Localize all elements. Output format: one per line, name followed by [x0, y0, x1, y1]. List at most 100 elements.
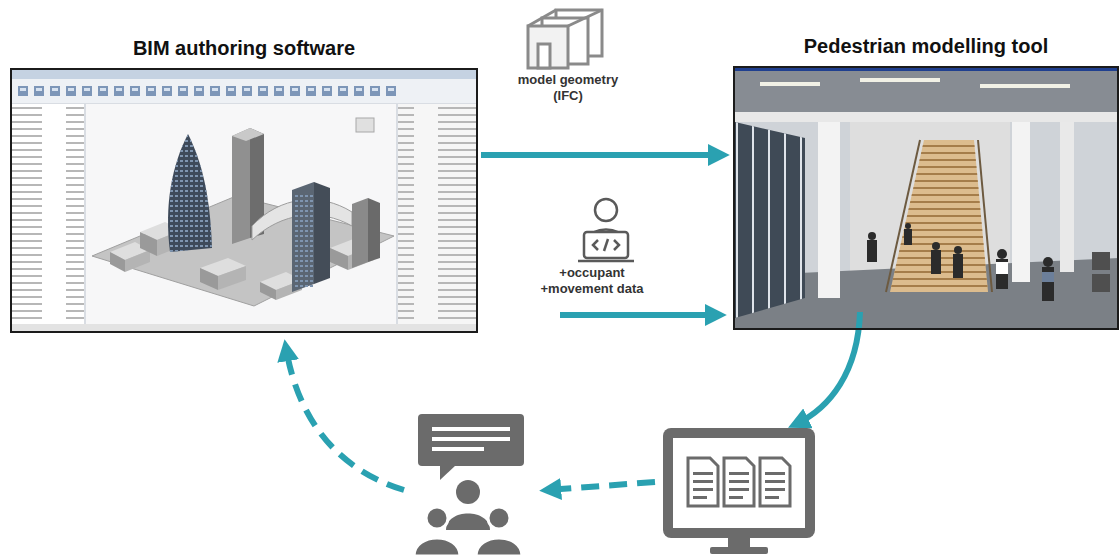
- developer-icon: [604, 239, 608, 251]
- bim-screenshot: [10, 68, 478, 333]
- edge-label: model geometry (IFC): [509, 72, 627, 104]
- pedestrian-screenshot: [1060, 122, 1074, 272]
- bim-screenshot: [398, 106, 476, 322]
- results-computer-icon: [729, 480, 749, 483]
- bim-screenshot: [16, 82, 396, 96]
- bim-screenshot: [200, 268, 218, 290]
- pedestrian-screenshot: [996, 259, 1008, 289]
- bim-screenshot: [292, 182, 314, 292]
- annotation-label: +occupant +movement data: [529, 265, 655, 297]
- pedestrian-screenshot: [980, 84, 1070, 88]
- bim-screenshot: [168, 134, 212, 252]
- bim-screenshot: [125, 250, 150, 272]
- results-computer-icon: [688, 458, 790, 506]
- developer-icon: [593, 240, 598, 250]
- pedestrian-screenshot: [886, 140, 920, 292]
- pedestrian-screenshot: [1092, 274, 1110, 292]
- stakeholders-icon: [414, 538, 460, 556]
- results-computer-icon: [693, 472, 785, 499]
- stakeholders-icon: [426, 507, 448, 529]
- pedestrian-screenshot: [890, 140, 988, 292]
- building-icon: [528, 10, 556, 26]
- results-computer-icon: [693, 472, 713, 475]
- building-icon: [568, 10, 602, 26]
- stakeholders-icon: [440, 465, 456, 480]
- results-computer-icon: [693, 488, 713, 491]
- developer-icon: [595, 199, 617, 221]
- bim-screenshot: [293, 192, 313, 288]
- bim-screenshot: [352, 198, 368, 268]
- pedestrian-screenshot: [735, 112, 1119, 122]
- stakeholders-icon: [414, 414, 524, 556]
- bim-screenshot: [260, 282, 276, 300]
- screenshot-frame: [10, 68, 478, 333]
- pedestrian-screenshot: [978, 140, 992, 292]
- results-computer-icon: [688, 458, 718, 506]
- pedestrian-screenshot: [997, 249, 1007, 259]
- bim-screenshot: [140, 232, 157, 256]
- bim-screenshot: [12, 104, 84, 324]
- stakeholders-icon: [456, 480, 480, 504]
- bim-screenshot: [86, 104, 396, 324]
- building-icon: [528, 10, 602, 68]
- bim-screenshot: [110, 252, 125, 272]
- pedestrian-screenshot: [818, 122, 840, 298]
- pedestrian-screenshot: [733, 66, 1119, 330]
- stakeholders-icon: [476, 538, 522, 556]
- screenshot-panel: Pedestrian modelling tool: [733, 34, 1119, 330]
- developer-icon: [584, 232, 628, 258]
- pedestrian-screenshot: [996, 262, 1008, 274]
- bim-screenshot: [368, 198, 380, 262]
- pedestrian-screenshot: [1092, 252, 1110, 270]
- results-computer-icon: [663, 428, 815, 538]
- bim-screenshot: [12, 106, 84, 322]
- annotation-box: +occupant +movement data: [529, 265, 655, 297]
- pedestrian-screenshot: [932, 242, 940, 250]
- screenshot-panel: BIM authoring software: [10, 36, 478, 333]
- bim-screenshot: [12, 79, 476, 103]
- flow-arrows: [548, 482, 655, 490]
- pedestrian-screenshot: [735, 71, 1119, 115]
- bim-screenshot: [10, 68, 478, 333]
- developer-icon: [578, 199, 634, 261]
- building-icon: [538, 44, 550, 68]
- developer-icon: [614, 240, 619, 250]
- pedestrian-screenshot: [760, 82, 820, 86]
- pedestrian-screenshot: [905, 223, 911, 229]
- bim-screenshot: [218, 266, 246, 290]
- results-computer-icon: [663, 428, 815, 554]
- bim-screenshot: [12, 324, 476, 331]
- edge-label-box: model geometry (IFC): [509, 72, 627, 104]
- stakeholders-icon: [432, 427, 510, 431]
- pedestrian-screenshot: [931, 250, 941, 274]
- stakeholders-icon: [432, 437, 510, 441]
- results-computer-icon: [765, 488, 785, 491]
- results-computer-icon: [729, 488, 749, 491]
- pedestrian-screenshot: [733, 66, 1119, 330]
- pedestrian-screenshot: [953, 254, 963, 278]
- pedestrian-screenshot: [1042, 267, 1054, 301]
- results-computer-icon: [693, 496, 707, 499]
- pedestrian-screenshot: [860, 78, 940, 82]
- stakeholders-icon: [488, 507, 510, 529]
- pedestrian-screenshot: [1012, 122, 1030, 282]
- results-computer-icon: [729, 496, 743, 499]
- results-computer-icon: [765, 472, 785, 475]
- pedestrian-screenshot: [735, 122, 805, 318]
- results-computer-icon: [728, 538, 750, 548]
- results-computer-icon: [673, 438, 805, 528]
- flow-arrows: [286, 348, 404, 490]
- results-computer-icon: [710, 547, 768, 554]
- screenshot-frame: [733, 66, 1119, 330]
- flow-arrows: [560, 312, 718, 318]
- panel-heading: BIM authoring software: [10, 36, 478, 60]
- results-computer-icon: [765, 496, 779, 499]
- bim-screenshot: [398, 104, 476, 324]
- pedestrian-screenshot: [1043, 257, 1053, 267]
- pedestrian-screenshot: [954, 246, 962, 254]
- panel-heading: Pedestrian modelling tool: [733, 34, 1119, 58]
- pedestrian-screenshot: [1042, 272, 1054, 282]
- stakeholders-icon: [418, 414, 524, 466]
- results-computer-icon: [693, 480, 713, 483]
